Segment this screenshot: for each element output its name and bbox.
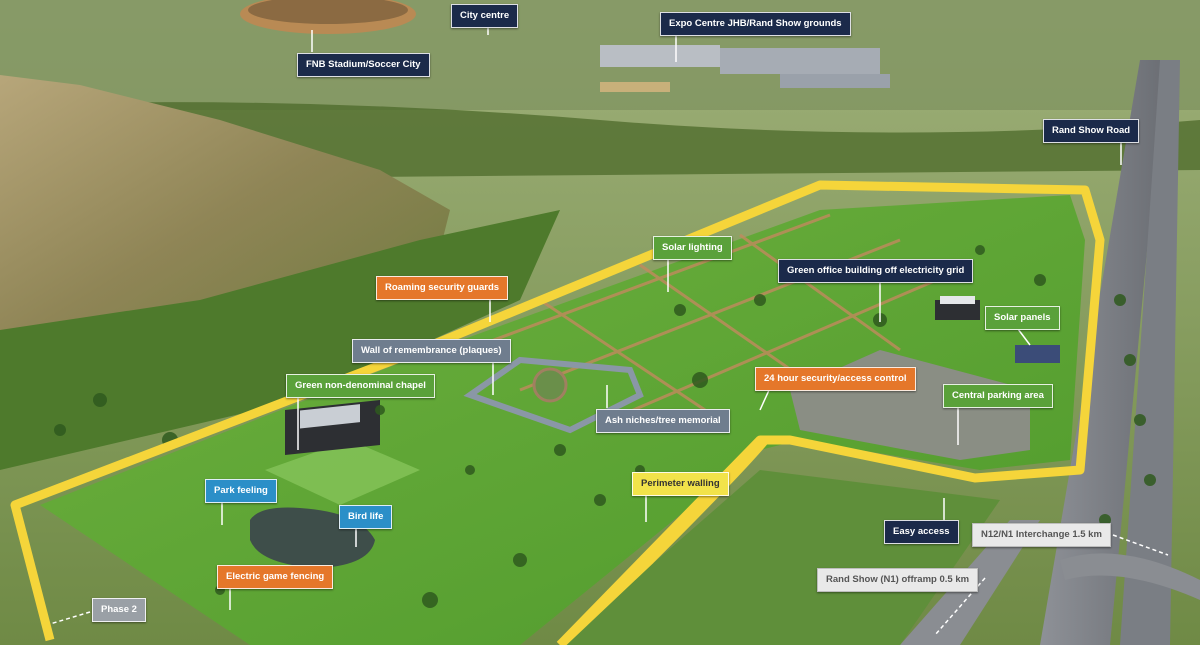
interchange-road [1060,553,1200,600]
chapel-building [265,400,420,505]
label-phase-2: Phase 2 [92,598,146,622]
label-perimeter-walling: Perimeter walling [632,472,729,496]
label-ash-niches: Ash niches/tree memorial [596,409,730,433]
label-fnb-stadium: FNB Stadium/Soccer City [297,53,430,77]
label-solar-panels: Solar panels [985,306,1060,330]
ash-niches-circle [532,367,568,403]
label-green-office: Green office building off electricity gr… [778,259,974,283]
perimeter-wall-line [10,180,1105,645]
label-expo-centre: Expo Centre JHB/Rand Show grounds [660,12,851,36]
label-electric-fencing: Electric game fencing [217,565,334,589]
solar-panel-array [1015,345,1060,363]
label-solar-lighting: Solar lighting [653,236,732,260]
label-security-access: 24 hour security/access control [755,367,916,391]
expo-centre-buildings [600,45,890,92]
label-green-chapel: Green non-denominal chapel [286,374,435,398]
label-city-centre: City centre [451,4,519,28]
label-bird-life: Bird life [339,505,393,529]
label-rand-show-road: Rand Show Road [1043,119,1140,143]
label-leader-lines [49,22,1169,636]
n1-highway [1040,60,1165,645]
label-wall-of-remembrance: Wall of remembrance (plaques) [352,339,511,363]
label-roaming-security: Roaming security guards [376,276,509,300]
label-n12-interchange: N12/N1 Interchange 1.5 km [972,523,1111,547]
trees [54,245,1156,608]
label-easy-access: Easy access [884,520,959,544]
wall-of-remembrance-path [463,356,644,434]
lower-field [560,470,1000,645]
highway-lane [1120,60,1180,645]
hill-vegetation [0,210,560,470]
office-building [935,296,980,320]
fnb-stadium-shape [240,0,416,34]
label-rand-show-offramp: Rand Show (N1) offramp 0.5 km [817,568,979,592]
label-central-parking: Central parking area [943,384,1053,408]
label-park-feeling: Park feeling [205,479,277,503]
